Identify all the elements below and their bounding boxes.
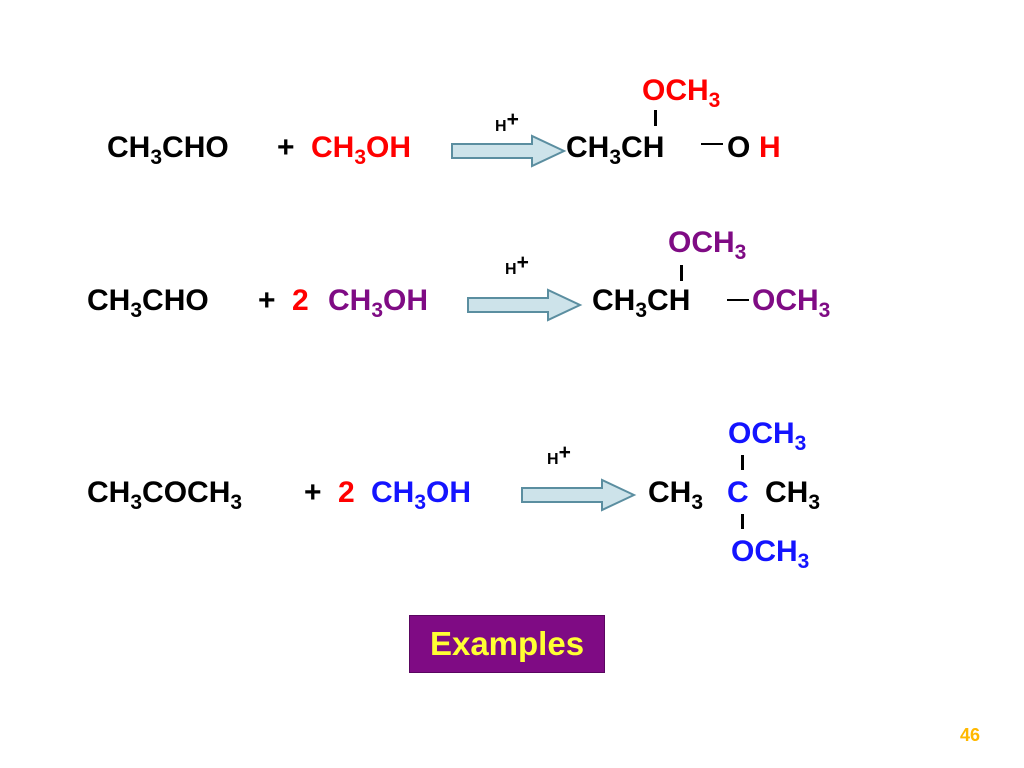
reaction-3-bond-vertical-bottom	[741, 514, 744, 529]
reaction-3-product-left: CH3	[648, 476, 704, 514]
reaction-1-catalyst: H+	[495, 108, 519, 135]
page-number: 46	[960, 725, 981, 745]
reaction-2-product-right: OCH3	[752, 284, 831, 322]
reaction-3-reactant-1: CH3COCH3	[87, 476, 243, 514]
reaction-2-bond-horizontal	[727, 299, 749, 301]
reaction-2-reactant-1: CH3CHO	[87, 284, 209, 322]
reaction-3-bond-vertical-top	[741, 455, 744, 470]
reaction-2-reactant-2: CH3OH	[328, 284, 429, 322]
reaction-1-arrow-icon	[451, 134, 567, 168]
reaction-3-product-right: CH3	[765, 476, 821, 514]
reaction-1-plus: +	[277, 131, 295, 164]
reaction-3-coefficient: 2	[338, 476, 355, 509]
reaction-3-arrow-icon	[521, 478, 637, 512]
examples-label: Examples	[429, 625, 585, 662]
reaction-2-bond-vertical	[680, 265, 683, 281]
reaction-3-reactant-2: CH3OH	[371, 476, 472, 514]
reaction-2-plus: +	[258, 284, 276, 317]
reaction-2-coefficient: 2	[292, 284, 309, 317]
reaction-3-product-bottom: OCH3	[731, 535, 810, 573]
examples-label-box: Examples	[409, 615, 605, 673]
reaction-1-product-top: OCH3	[642, 74, 721, 112]
reaction-2-product-top: OCH3	[668, 226, 747, 264]
reaction-1-product-o: O	[727, 131, 751, 164]
reaction-3-product-center: C	[727, 476, 749, 509]
reaction-3-catalyst: H+	[547, 441, 571, 468]
reaction-1-bond-horizontal	[701, 143, 723, 145]
reaction-2-arrow-icon	[467, 288, 583, 322]
reaction-3-plus: +	[304, 476, 322, 509]
reaction-1-product-main: CH3CH	[566, 131, 665, 169]
reaction-2-product-main: CH3CH	[592, 284, 691, 322]
reaction-1-product-h: H	[759, 131, 781, 164]
reaction-2-catalyst: H+	[505, 251, 529, 278]
reaction-3-product-top: OCH3	[728, 417, 807, 455]
reaction-1-bond-vertical	[654, 110, 657, 126]
reaction-1-reactant-1: CH3CHO	[107, 131, 229, 169]
reaction-1-reactant-2: CH3OH	[311, 131, 412, 169]
